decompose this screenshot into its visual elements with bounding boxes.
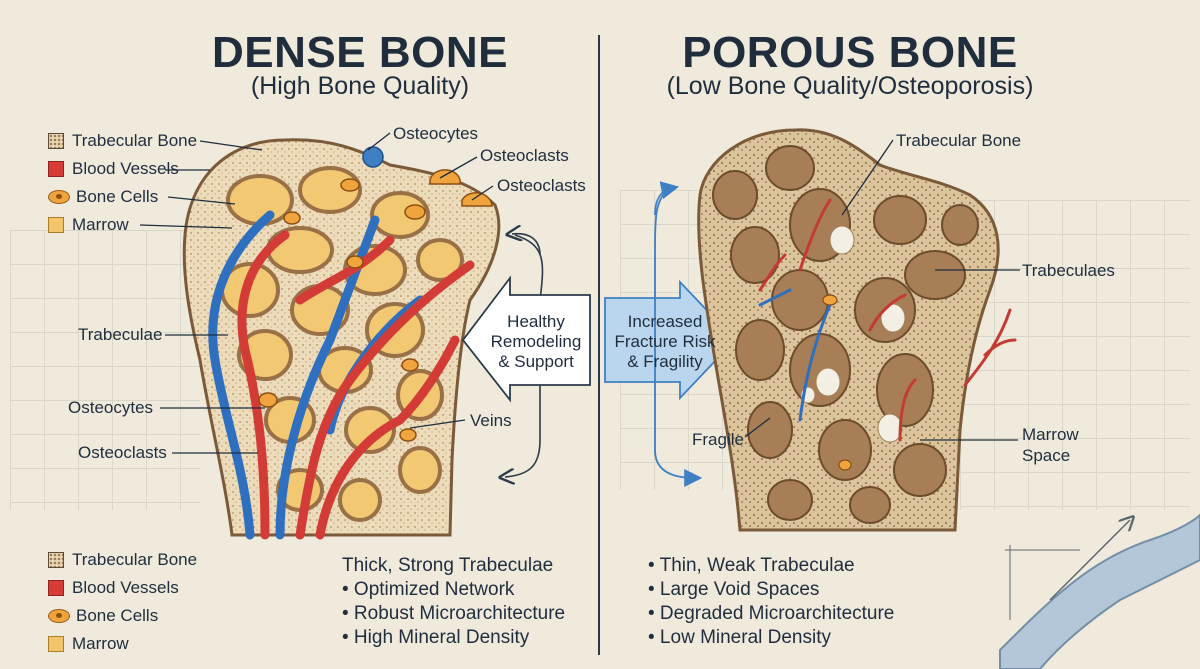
callout-veins: Veins	[470, 411, 512, 430]
feature-item: • Robust Microarchitecture	[342, 603, 566, 624]
callout-trabeculae: Trabeculae	[78, 325, 163, 344]
legend-label: Marrow	[72, 634, 129, 653]
blood-vessel-swatch-icon	[48, 580, 64, 596]
remodeling-arrow	[461, 234, 591, 477]
top-legend: Trabecular Bone Blood Vessels Bone Cells…	[48, 127, 197, 239]
dense-bone-illustration	[182, 138, 501, 540]
trabecular-swatch-icon	[48, 133, 64, 149]
legend-item-blood-vessels: Blood Vessels	[48, 155, 197, 183]
feature-item: • Thin, Weak Trabeculae	[648, 555, 855, 576]
callout-osteoclasts: Osteoclasts	[78, 443, 167, 462]
dense-leader-lines	[139, 132, 494, 454]
legend-item-bone-cells: Bone Cells	[48, 602, 197, 630]
background-grid-left	[10, 230, 200, 510]
dense-features-heading: Thick, Strong Trabeculae	[342, 555, 554, 576]
legend-label: Blood Vessels	[72, 159, 179, 178]
feature-item: • High Mineral Density	[342, 627, 530, 648]
legend-label: Blood Vessels	[72, 578, 179, 597]
healthy-remodeling-text: Healthy Remodeling & Support	[490, 312, 582, 371]
feature-item: • Low Mineral Density	[648, 627, 831, 648]
bone-cell-swatch-icon	[48, 609, 70, 623]
porous-bone-illustration	[697, 128, 1017, 532]
dense-bone-title: DENSE BONE	[212, 28, 508, 77]
legend-label: Bone Cells	[76, 606, 159, 625]
callout-osteoclasts-top-2: Osteoclasts	[497, 176, 586, 195]
porous-bone-title: POROUS BONE	[682, 28, 1018, 77]
bone-cell-swatch-icon	[48, 190, 70, 204]
dense-bone-subtitle: (High Bone Quality)	[250, 72, 470, 100]
feature-item: • Optimized Network	[342, 579, 515, 600]
callout-marrow-space: Marrow Space	[1022, 425, 1079, 465]
callout-trabeculaes: Trabeculaes	[1022, 261, 1115, 280]
legend-label: Trabecular Bone	[72, 550, 198, 569]
porous-bone-subtitle: (Low Bone Quality/Osteoporosis)	[666, 72, 1034, 100]
legend-item-marrow: Marrow	[48, 630, 197, 658]
legend-item-blood-vessels: Blood Vessels	[48, 574, 197, 602]
marrow-swatch-icon	[48, 636, 64, 652]
porous-features: • Thin, Weak Trabeculae • Large Void Spa…	[648, 554, 894, 650]
center-divider	[598, 35, 600, 655]
legend-label: Marrow	[72, 215, 129, 234]
bottom-legend: Trabecular Bone Blood Vessels Bone Cells…	[48, 546, 197, 658]
callout-trabecular-bone: Trabecular Bone	[896, 131, 1022, 150]
feature-item: • Degraded Microarchitecture	[648, 603, 895, 624]
legend-item-trabecular-bone: Trabecular Bone	[48, 127, 197, 155]
fracture-risk-text: Increased Fracture Risk & Fragility	[614, 312, 716, 371]
feature-item: • Large Void Spaces	[648, 579, 820, 600]
callout-osteocytes: Osteocytes	[68, 398, 154, 417]
dense-features: Thick, Strong Trabeculae • Optimized Net…	[342, 554, 565, 650]
porous-leader-lines	[744, 139, 1020, 441]
legend-item-trabecular-bone: Trabecular Bone	[48, 546, 197, 574]
callout-osteocytes-top: Osteocytes	[393, 124, 479, 143]
legend-label: Bone Cells	[76, 187, 159, 206]
trabecular-swatch-icon	[48, 552, 64, 568]
blood-vessel-swatch-icon	[48, 161, 64, 177]
callout-osteoclasts-top-1: Osteoclasts	[480, 146, 569, 165]
legend-label: Trabecular Bone	[72, 131, 198, 150]
marrow-swatch-icon	[48, 217, 64, 233]
legend-item-bone-cells: Bone Cells	[48, 183, 197, 211]
callout-fragile: Fragile	[692, 430, 744, 449]
decorative-bone-sketch	[999, 513, 1200, 669]
fragility-arrow	[604, 181, 737, 487]
legend-item-marrow: Marrow	[48, 211, 197, 239]
